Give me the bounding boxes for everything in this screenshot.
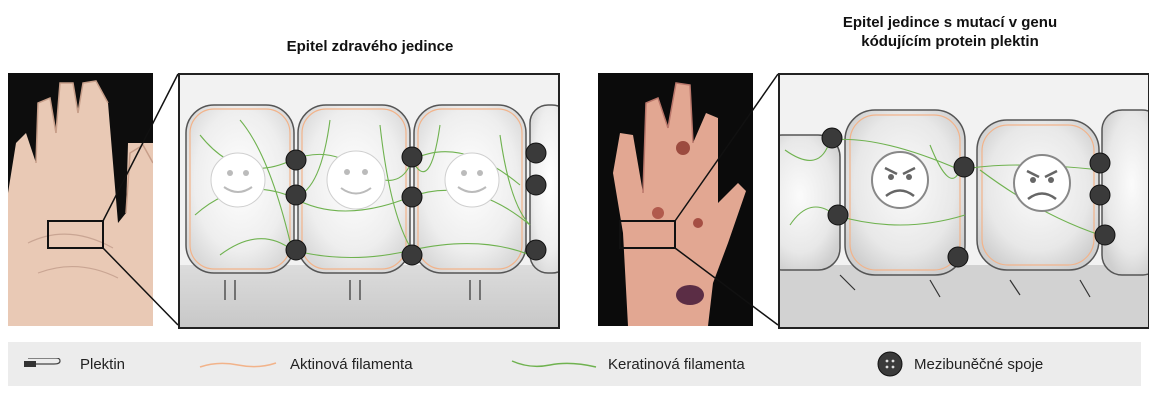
legend-plectin: Plektin bbox=[22, 342, 125, 386]
keratin-line-icon bbox=[510, 357, 598, 371]
mutant-epithelium-title: Epitel jedince s mutací v genu kódujícím… bbox=[760, 13, 1140, 51]
healthy-hand-photo bbox=[8, 73, 153, 326]
detached-cell bbox=[780, 135, 840, 270]
angry-face bbox=[1014, 155, 1070, 211]
angry-face bbox=[872, 152, 928, 208]
legend-junctions-label: Mezibuněčné spoje bbox=[914, 356, 1043, 373]
legend-junctions: Mezibuněčné spoje bbox=[876, 342, 1043, 386]
mutant-hand-photo bbox=[598, 73, 753, 326]
safety-pin-icon bbox=[22, 358, 62, 370]
healthy-epithelium-diagram bbox=[178, 73, 560, 329]
legend: Plektin Aktinová filamenta Keratinová fi… bbox=[8, 342, 1141, 386]
legend-keratin-label: Keratinová filamenta bbox=[608, 356, 745, 373]
legend-keratin: Keratinová filamenta bbox=[510, 342, 745, 386]
legend-plectin-label: Plektin bbox=[80, 356, 125, 373]
healthy-epithelium-title: Epitel zdravého jedince bbox=[180, 37, 560, 56]
mutant-epithelium-diagram bbox=[778, 73, 1149, 329]
button-junction-icon bbox=[876, 350, 904, 378]
actin-line-icon bbox=[198, 357, 278, 371]
smiley-face bbox=[445, 153, 499, 207]
smiley-face bbox=[211, 153, 265, 207]
smiley-face bbox=[327, 151, 385, 209]
legend-actin-label: Aktinová filamenta bbox=[290, 356, 413, 373]
legend-actin: Aktinová filamenta bbox=[198, 342, 413, 386]
